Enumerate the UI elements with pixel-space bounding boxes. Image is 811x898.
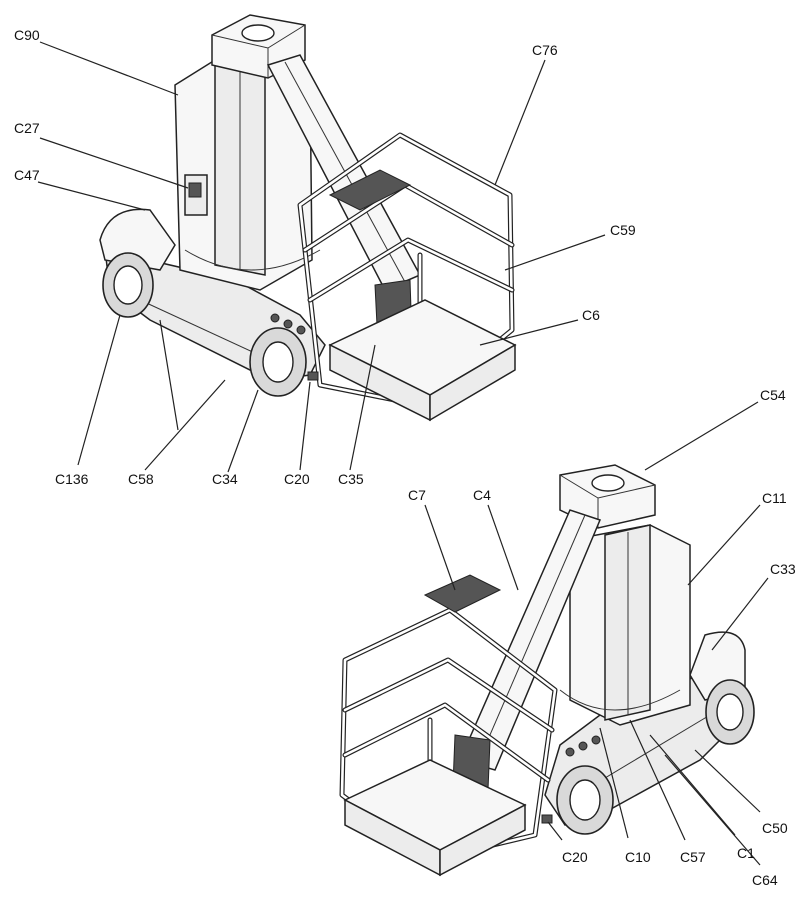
callout-c136: C136 [55,471,89,487]
callout-c20-bottom: C20 [562,849,588,865]
machine-top-illustration [99,14,517,422]
callout-c34: C34 [212,471,238,487]
callout-c11: C11 [762,490,787,506]
callout-c57: C57 [680,849,706,865]
callout-c64: C64 [752,872,778,888]
callout-c7: C7 [408,487,426,503]
callout-c58: C58 [128,471,154,487]
callout-c59: C59 [610,222,636,238]
callout-c10: C10 [625,849,651,865]
callout-c90: C90 [14,27,40,43]
callout-c50: C50 [762,820,788,836]
callout-c47: C47 [14,167,40,183]
callout-c27: C27 [14,120,40,136]
callout-c20-top: C20 [284,471,310,487]
callout-c1: C1 [737,845,755,861]
callout-c4: C4 [473,487,491,503]
callout-labels: C90 C27 C47 C76 C59 C6 C136 C58 C34 C20 … [14,27,796,888]
callout-c76: C76 [532,42,558,58]
callout-c54: C54 [760,387,786,403]
machine-bottom-illustration [339,464,755,877]
callout-c35: C35 [338,471,364,487]
callout-c6: C6 [582,307,600,323]
callout-c33: C33 [770,561,796,577]
leader-lines [37,41,769,866]
